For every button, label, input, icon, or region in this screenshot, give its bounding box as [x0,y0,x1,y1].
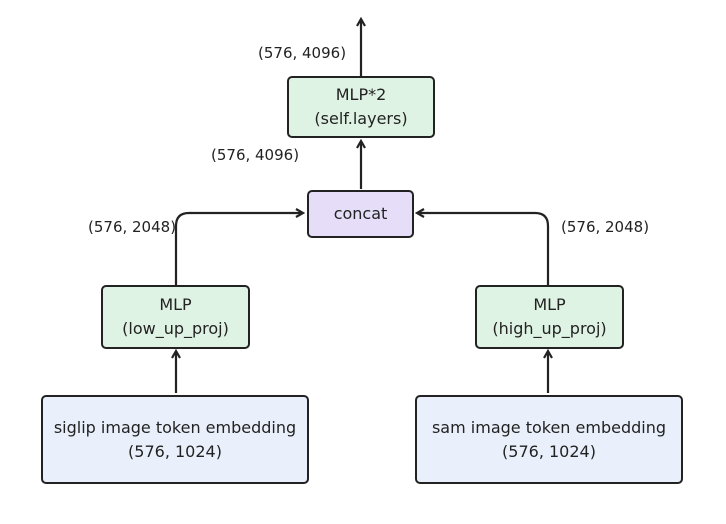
output-shape-label: (576, 4096) [258,44,347,62]
mlp-high-up-proj-node: MLP (high_up_proj) [475,285,624,349]
mlp-self-layers-node: MLP*2 (self.layers) [287,76,435,138]
sam-embedding-title: sam image token embedding [431,417,667,437]
mlp-high-up-proj-subtitle: (high_up_proj) [492,319,607,338]
concat-output-shape-label: (576, 4096) [211,146,300,164]
low-mlp-to-concat-arrow [174,213,302,285]
mlp-high-up-proj-title: MLP [533,295,566,314]
sam-embedding-node: sam image token embedding (576, 1024) [415,395,683,484]
high-proj-output-shape-label: (576, 2048) [561,218,650,236]
siglip-embedding-shape: (576, 1024) [128,441,222,461]
mlp-low-up-proj-title: MLP [159,295,192,314]
concat-node: concat [307,190,414,238]
mlp-low-up-proj-subtitle: (low_up_proj) [122,319,229,338]
mlp-self-layers-subtitle: (self.layers) [314,109,408,128]
mlp-self-layers-title: MLP*2 [335,85,387,104]
mlp-low-up-proj-node: MLP (low_up_proj) [101,285,250,349]
concat-label: concat [333,204,388,223]
sam-embedding-shape: (576, 1024) [502,441,596,461]
siglip-embedding-node: siglip image token embedding (576, 1024) [41,395,309,484]
low-proj-output-shape-label: (576, 2048) [88,218,177,236]
high-mlp-to-concat-arrow [418,213,550,285]
siglip-embedding-title: siglip image token embedding [53,417,297,437]
